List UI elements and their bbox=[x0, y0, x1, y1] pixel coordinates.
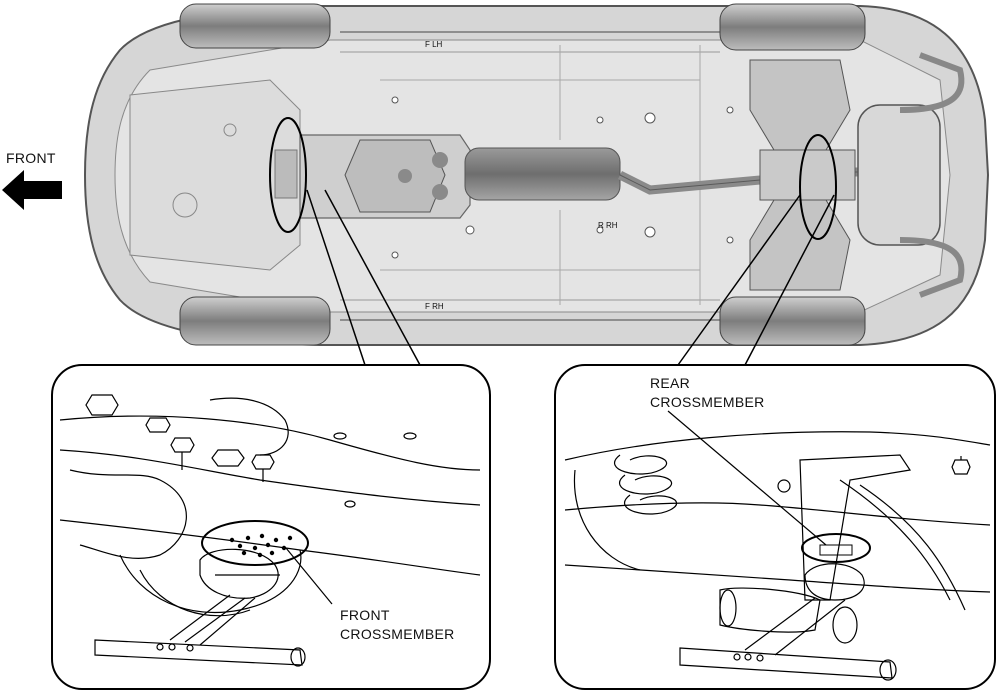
rear-detail-callout bbox=[554, 364, 996, 690]
front-crossmember-label-line1: FRONT bbox=[340, 607, 390, 623]
front-crossmember-marker bbox=[269, 117, 307, 233]
front-direction-label: FRONT bbox=[6, 150, 56, 166]
tire-rear-right bbox=[719, 296, 866, 346]
front-leader-line-left bbox=[306, 189, 366, 366]
mark-front-lh: F LH bbox=[425, 40, 443, 49]
rear-leader-line-left bbox=[677, 194, 801, 366]
rear-crossmember-marker bbox=[799, 134, 837, 240]
rear-crossmember-label-line1: REAR bbox=[650, 375, 691, 391]
front-crossmember-label-line2: CROSSMEMBER bbox=[340, 626, 455, 642]
mark-rear-rh: R RH bbox=[598, 221, 618, 230]
catalytic-converter bbox=[464, 147, 621, 201]
left-arrow-icon bbox=[2, 170, 62, 210]
tire-front-right bbox=[179, 296, 331, 346]
rear-crossmember-label-line2: CROSSMEMBER bbox=[650, 394, 765, 410]
mark-front-rh: F RH bbox=[425, 302, 444, 311]
tire-rear-left bbox=[719, 3, 866, 51]
front-detail-callout bbox=[51, 364, 491, 690]
front-leader-line-right bbox=[324, 189, 421, 366]
tire-front-left bbox=[179, 3, 331, 49]
muffler bbox=[857, 104, 941, 246]
rear-leader-line-right bbox=[744, 194, 835, 366]
car-underbody bbox=[83, 3, 990, 346]
